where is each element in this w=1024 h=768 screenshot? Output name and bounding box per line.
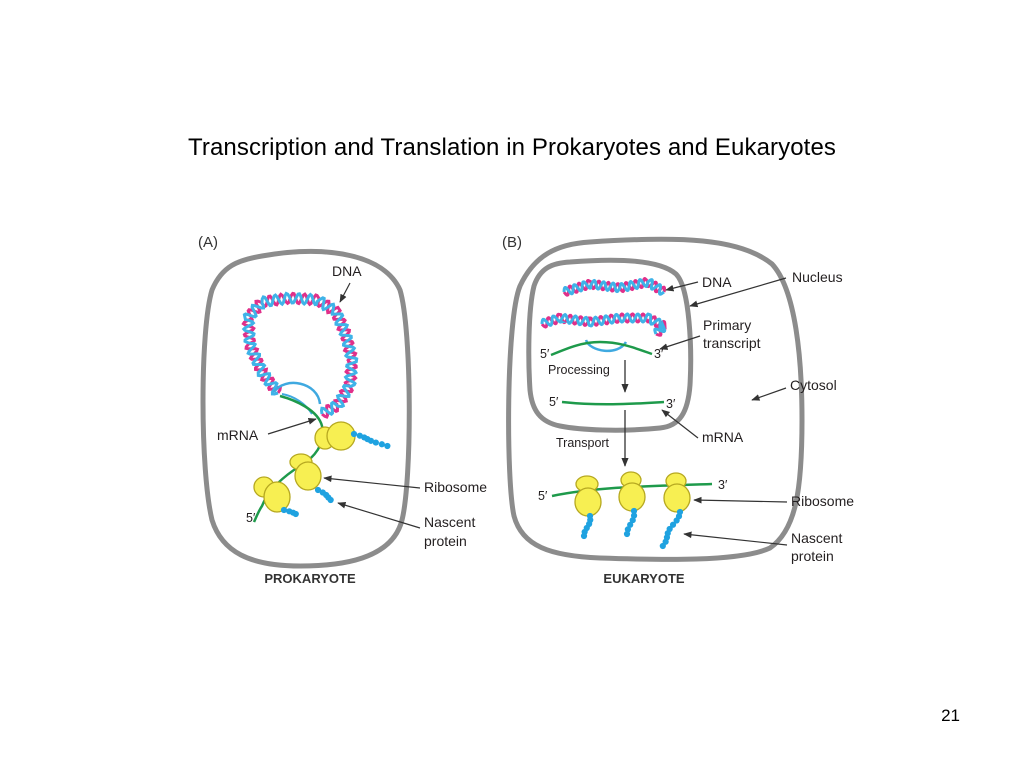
prokaryote-protein-label: protein (424, 533, 467, 549)
prokaryote-dna-label: DNA (332, 263, 362, 279)
panel-a-prokaryote: (A) DNA mRNA Ribo (198, 234, 487, 586)
page-number: 21 (941, 706, 960, 726)
mrna-five-prime-label: 5′ (549, 395, 559, 409)
protein-bead (373, 439, 379, 445)
processing-label: Processing (548, 363, 610, 377)
eukaryote-caption: EUKARYOTE (603, 571, 684, 586)
protein-bead (384, 443, 390, 449)
prokaryote-caption: PROKARYOTE (264, 571, 356, 586)
cytosol-label: Cytosol (790, 377, 837, 393)
primary-label: Primary (703, 317, 751, 333)
cyto-five-prime-label: 5′ (538, 489, 548, 503)
protein-bead (293, 511, 299, 517)
prokaryote-five-prime-label: 5′ (246, 511, 256, 525)
primary-five-prime-label: 5′ (540, 347, 550, 361)
transcript-label: transcript (703, 335, 761, 351)
eukaryote-ribosome-3 (664, 473, 690, 512)
eukaryote-primary-transcript (551, 342, 652, 355)
protein-bead (624, 531, 630, 537)
protein-bead (581, 533, 587, 539)
eukaryote-nascent-proteins (581, 508, 683, 549)
prokaryote-mrna-label: mRNA (217, 427, 259, 443)
transport-label: Transport (556, 436, 610, 450)
protein-bead (281, 507, 287, 513)
eukaryote-nuclear-mrna (562, 402, 664, 404)
eukaryote-nascent-label: Nascent (791, 530, 842, 546)
prokaryote-nascent-label: Nascent (424, 514, 475, 530)
eukaryote-ribosome-label: Ribosome (791, 493, 854, 509)
nucleus-label: Nucleus (792, 269, 843, 285)
prokaryote-ribosome-3 (254, 477, 290, 512)
protein-bead (328, 497, 334, 503)
protein-bead (379, 441, 385, 447)
eukaryote-mrna-label: mRNA (702, 429, 744, 445)
panel-b-letter: (B) (502, 234, 522, 251)
eukaryote-dna (542, 279, 665, 336)
eukaryote-protein-label: protein (791, 548, 834, 564)
prokaryote-ribosome-label: Ribosome (424, 479, 487, 495)
prokaryote-dna-loop (243, 293, 356, 417)
eukaryote-ribosome-2 (619, 472, 645, 511)
mrna-three-prime-label: 3′ (666, 397, 676, 411)
protein-bead (351, 431, 357, 437)
cyto-three-prime-label: 3′ (718, 478, 728, 492)
eukaryote-dna-label: DNA (702, 274, 732, 290)
prokaryote-ribosome-2 (290, 454, 321, 490)
panel-b-eukaryote: (B) (502, 234, 854, 586)
panel-a-letter: (A) (198, 234, 218, 251)
primary-three-prime-label: 3′ (654, 347, 664, 361)
protein-bead (660, 543, 666, 549)
eukaryote-ribosome-1 (575, 476, 601, 516)
